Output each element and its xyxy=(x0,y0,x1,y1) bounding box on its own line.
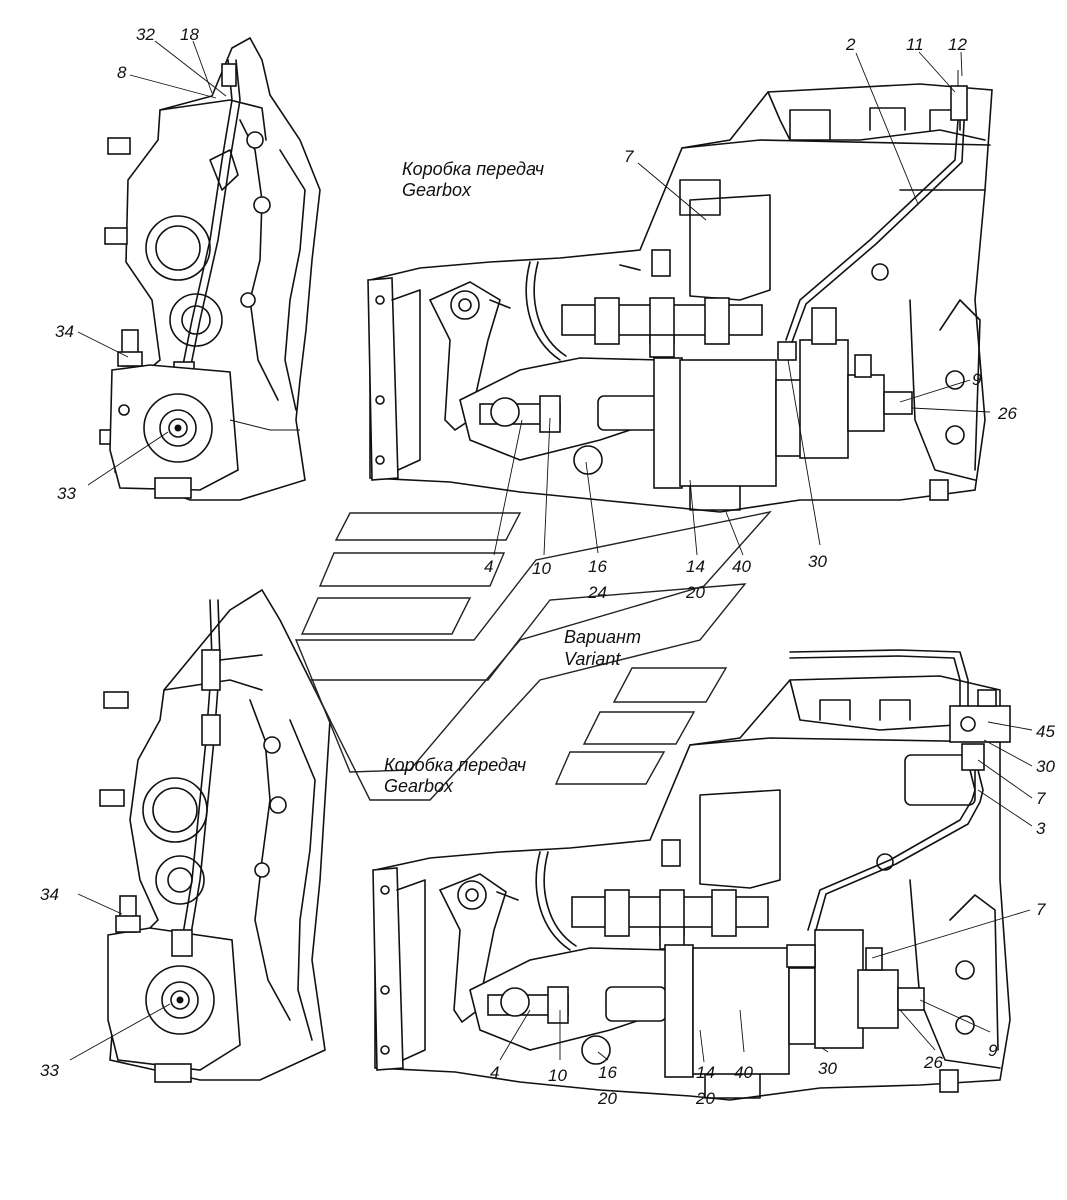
top-right-main-view xyxy=(367,70,993,513)
callout-24-tr: 24 xyxy=(587,583,607,602)
callout-14-br: 14 xyxy=(696,1063,715,1082)
bottom-right-main-view xyxy=(372,649,1011,1101)
callout-9-tr: 9 xyxy=(972,370,982,389)
callout-30-br-upper: 30 xyxy=(1036,757,1055,776)
callout-34-tl: 34 xyxy=(55,322,74,341)
callout-2-tr: 2 xyxy=(845,35,856,54)
callout-7-br-lower: 7 xyxy=(1036,900,1046,919)
callout-3-br: 3 xyxy=(1036,819,1046,838)
callout-18-tl: 18 xyxy=(180,25,199,44)
callout-26-br: 26 xyxy=(923,1053,943,1072)
callout-40-tr: 40 xyxy=(732,557,751,576)
callout-7-br-upper: 7 xyxy=(1036,789,1046,808)
callout-32-tl: 32 xyxy=(136,25,155,44)
callout-34-bl: 34 xyxy=(40,885,59,904)
callout-16-tr: 16 xyxy=(588,557,607,576)
variant-arrows xyxy=(294,510,772,801)
caption-variant-ru: Вариант xyxy=(564,627,641,647)
callout-40-br: 40 xyxy=(734,1063,753,1082)
callout-14-tr: 14 xyxy=(686,557,705,576)
callout-30-br-lower: 30 xyxy=(818,1059,837,1078)
callout-11-tr: 11 xyxy=(906,35,924,54)
callout-20-br-b: 20 xyxy=(597,1089,617,1108)
leader-lines xyxy=(69,40,1033,1063)
callout-45-br: 45 xyxy=(1036,722,1055,741)
callout-20-tr: 20 xyxy=(685,583,705,602)
top-left-side-view xyxy=(99,36,321,501)
caption-top-gearbox-ru: Коробка передач xyxy=(402,159,544,179)
callout-33-tl: 33 xyxy=(57,484,76,503)
callout-12-tr: 12 xyxy=(948,35,967,54)
caption-top-gearbox-en: Gearbox xyxy=(402,180,472,200)
callout-10-tr: 10 xyxy=(532,559,551,578)
callout-30-tr: 30 xyxy=(808,552,827,571)
callout-26-tr: 26 xyxy=(997,404,1017,423)
callout-20-br-a: 20 xyxy=(695,1089,715,1108)
caption-bottom-gearbox-ru: Коробка передач xyxy=(384,755,526,775)
callout-4-br: 4 xyxy=(490,1063,499,1082)
callout-7-tr: 7 xyxy=(624,147,634,166)
bottom-left-side-view xyxy=(99,588,331,1083)
callout-4-tr: 4 xyxy=(484,557,493,576)
callout-8-tl: 8 xyxy=(117,63,127,82)
callout-10-br: 10 xyxy=(548,1066,567,1085)
caption-bottom-gearbox-en: Gearbox xyxy=(384,776,454,796)
callout-33-bl: 33 xyxy=(40,1061,59,1080)
callout-16-br: 16 xyxy=(598,1063,617,1082)
caption-variant-en: Variant xyxy=(564,649,621,669)
callout-9-br: 9 xyxy=(988,1041,998,1060)
